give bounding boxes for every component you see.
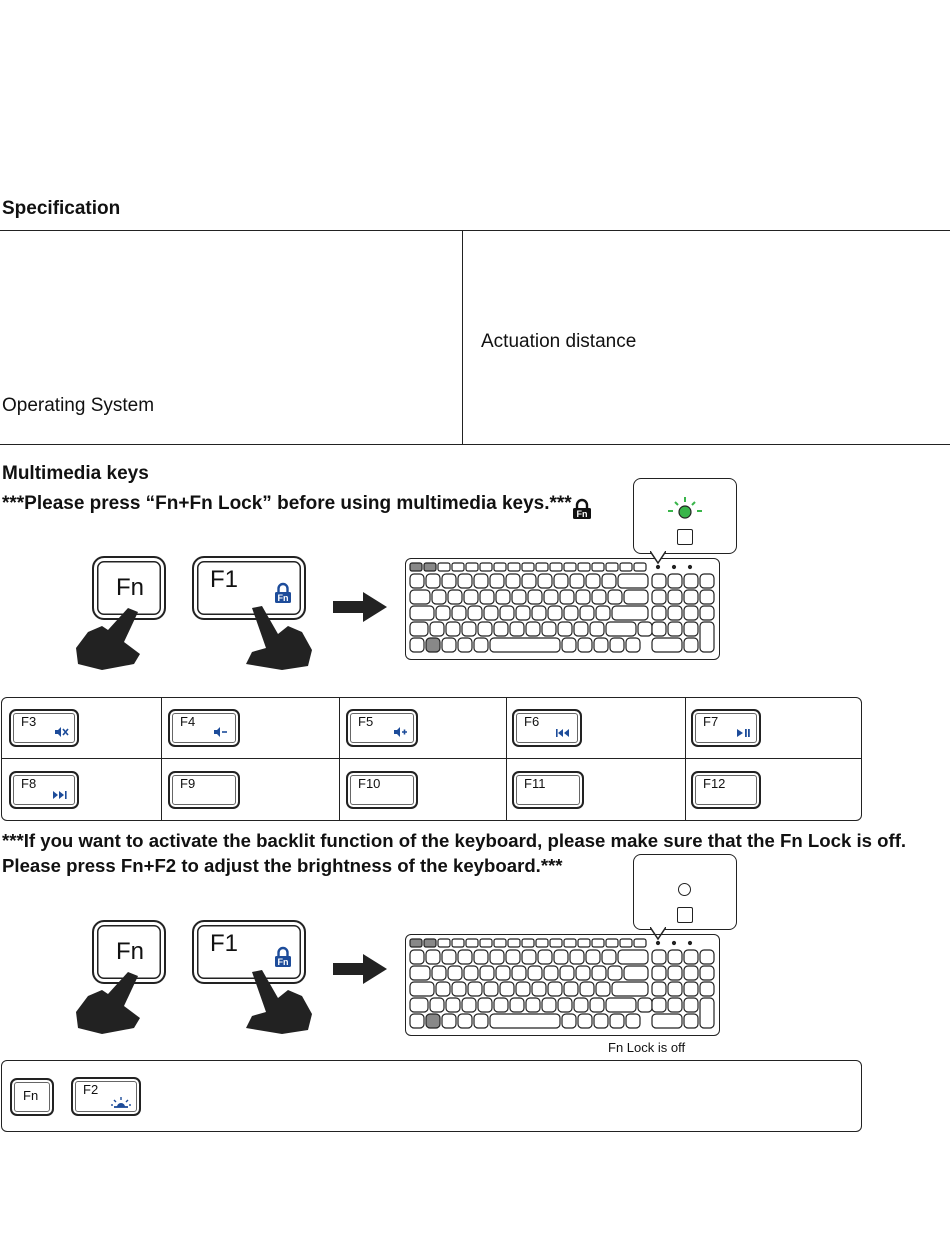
f5-key-label: F5	[358, 714, 374, 729]
f11-key-label: F11	[524, 776, 546, 791]
svg-text:Fn: Fn	[577, 509, 588, 519]
f9-key: F9	[168, 771, 240, 809]
combo-fn-key: Fn	[10, 1078, 54, 1116]
mute-icon	[55, 727, 69, 737]
multimedia-keys-table	[1, 697, 862, 821]
fn-lock-icon: Fn	[573, 498, 591, 519]
table-col-divider	[161, 697, 162, 820]
right-arrow-icon	[333, 954, 387, 984]
f1-key-label: F1	[210, 566, 239, 593]
table-col-divider	[339, 697, 340, 820]
f10-key-label: F10	[358, 776, 381, 791]
f8-key: F8	[9, 771, 79, 809]
callout-pointer-icon	[650, 551, 666, 565]
fn-lock-off-caption: Fn Lock is off	[608, 1040, 686, 1055]
spec-divider	[462, 230, 463, 444]
svg-text:Fn: Fn	[278, 957, 289, 967]
f6-key: F6	[512, 709, 582, 747]
spec-title: Specification	[2, 198, 121, 219]
f3-key: F3	[9, 709, 79, 747]
led-off-icon	[678, 883, 691, 896]
callout-pointer-icon	[650, 927, 666, 941]
f3-key-label: F3	[21, 714, 37, 729]
backlight-instruction-line2: Please press Fn+F2 to adjust the brightn…	[2, 855, 563, 876]
led-indicator-callout	[633, 854, 737, 930]
table-col-divider	[506, 697, 507, 820]
combo-f2-key: F2	[71, 1077, 141, 1116]
fn-lock-icon: Fn	[275, 946, 291, 967]
right-arrow-icon	[333, 592, 387, 622]
spec-top-rule	[0, 230, 950, 231]
next-track-icon	[53, 791, 67, 799]
hand-pressing-icon	[76, 972, 140, 1034]
f12-key-label: F12	[703, 776, 726, 791]
f7-key-label: F7	[703, 714, 719, 729]
indicator-square-icon	[677, 529, 693, 545]
f1-key: F1 Fn	[192, 920, 306, 984]
combo-f2-key-label: F2	[83, 1082, 99, 1097]
svg-text:Fn: Fn	[278, 593, 289, 603]
backlight-instruction-line1: ***If you want to activate the backlit f…	[2, 830, 907, 851]
volume-up-icon	[394, 727, 407, 737]
spec-bottom-rule	[0, 444, 950, 445]
hand-pressing-icon	[246, 606, 312, 670]
indicator-square-icon	[677, 907, 693, 923]
table-col-divider	[685, 697, 686, 820]
multimedia-title: Multimedia keys	[2, 463, 149, 484]
play-pause-icon	[737, 729, 750, 737]
f4-key-label: F4	[180, 714, 196, 729]
f12-key: F12	[691, 771, 761, 809]
led-on-icon	[668, 497, 702, 519]
brightness-combo-box	[1, 1060, 862, 1132]
f6-key-label: F6	[524, 714, 540, 729]
previous-track-icon	[556, 729, 569, 737]
f9-key-label: F9	[180, 776, 196, 791]
spec-operating-system-label: Operating System	[2, 395, 155, 416]
f1-key: F1 Fn	[192, 556, 306, 620]
keyboard-illustration	[405, 558, 720, 660]
keyboard-illustration	[405, 934, 720, 1036]
keyboard-keys-icon	[409, 938, 715, 1029]
hand-pressing-icon	[246, 970, 312, 1034]
f11-key: F11	[512, 771, 584, 809]
f8-key-label: F8	[21, 776, 37, 791]
volume-down-icon	[214, 727, 227, 737]
f4-key: F4	[168, 709, 240, 747]
f5-key: F5	[346, 709, 418, 747]
fn-lock-icon: Fn	[275, 582, 291, 603]
f7-key: F7	[691, 709, 761, 747]
brightness-icon	[111, 1097, 131, 1108]
combo-fn-key-label: Fn	[23, 1088, 39, 1103]
hand-pressing-icon	[76, 608, 140, 670]
f10-key: F10	[346, 771, 418, 809]
led-indicator-callout	[633, 478, 737, 554]
spec-actuation-label: Actuation distance	[481, 331, 637, 352]
f1-key-label: F1	[210, 930, 239, 957]
keyboard-keys-icon	[409, 562, 715, 653]
fn-key-label: Fn	[116, 938, 145, 965]
fn-key-label: Fn	[116, 574, 145, 601]
multimedia-instruction: ***Please press “Fn+Fn Lock” before usin…	[2, 493, 572, 514]
table-row-divider	[1, 758, 862, 759]
